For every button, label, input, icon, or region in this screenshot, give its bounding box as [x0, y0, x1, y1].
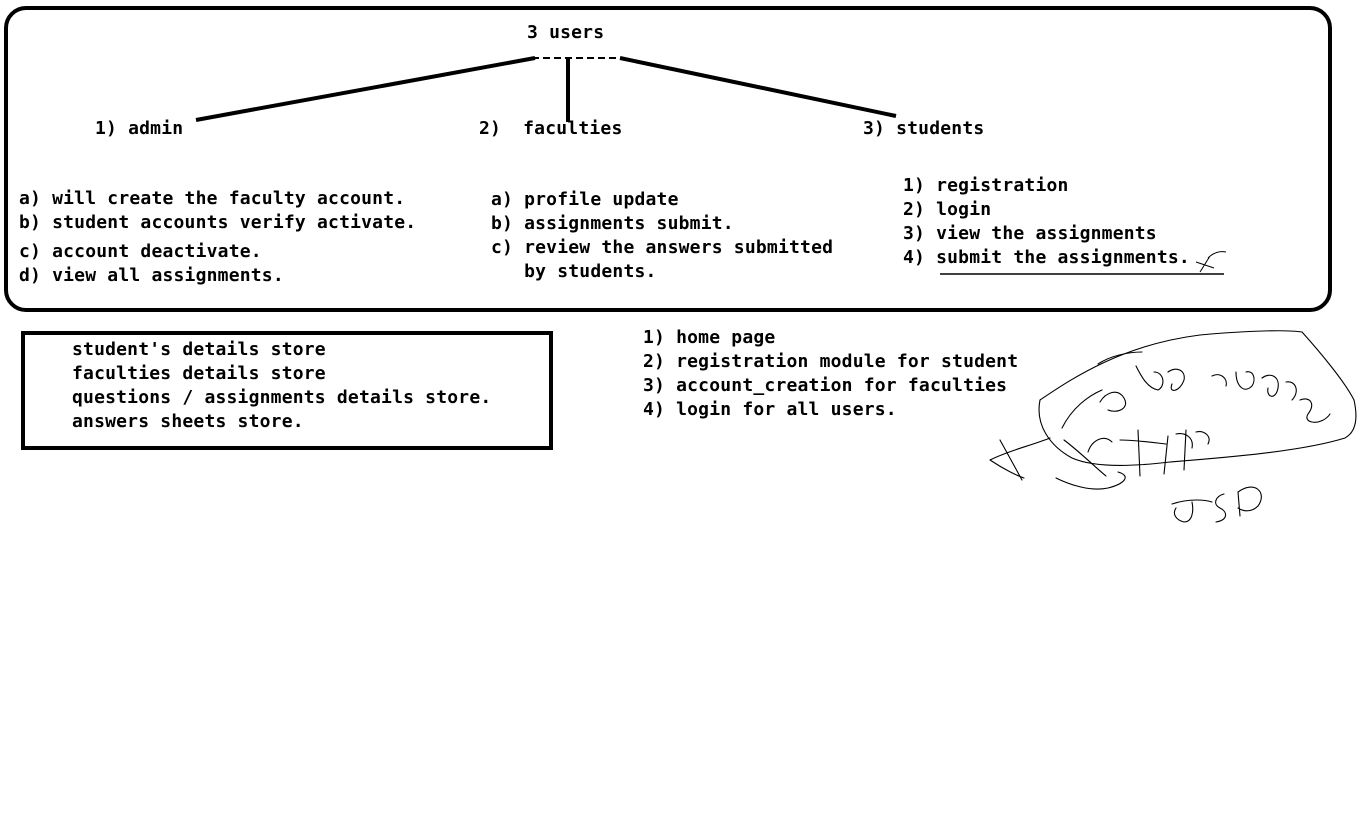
storage-item: student's details store — [72, 339, 326, 360]
storage-box — [21, 331, 553, 450]
module-item: 1) home page — [643, 327, 776, 348]
users-diagram-box — [4, 6, 1332, 312]
admin-item: b) student accounts verify activate. — [19, 212, 417, 233]
admin-item: a) will create the faculty account. — [19, 188, 406, 209]
students-item: 4) submit the assignments. — [903, 247, 1190, 268]
students-item: 1) registration — [903, 175, 1069, 196]
faculties-item: a) profile update — [491, 189, 679, 210]
students-x-mark — [1195, 251, 1227, 273]
storage-item: questions / assignments details store. — [72, 387, 492, 408]
faculties-item: by students. — [491, 261, 657, 282]
faculties-item: b) assignments submit. — [491, 213, 734, 234]
user-heading-students: 3) students — [863, 118, 985, 139]
faculties-item: c) review the answers submitted — [491, 237, 834, 258]
module-item: 2) registration module for student — [643, 351, 1019, 372]
user-heading-faculties: 2) faculties — [479, 118, 623, 139]
admin-item: d) view all assignments. — [19, 265, 284, 286]
storage-item: faculties details store — [72, 363, 326, 384]
branch-line-admin — [195, 56, 536, 122]
handwritten-sketch — [989, 330, 1357, 523]
module-item: 4) login for all users. — [643, 399, 897, 420]
students-item: 2) login — [903, 199, 992, 220]
students-item: 3) view the assignments — [903, 223, 1157, 244]
branch-line-students — [619, 56, 897, 118]
storage-item: answers sheets store. — [72, 411, 304, 432]
root-label: 3 users — [527, 22, 605, 43]
module-item: 3) account_creation for faculties — [643, 375, 1008, 396]
admin-item: c) account deactivate. — [19, 241, 262, 262]
user-heading-admin: 1) admin — [95, 118, 184, 139]
